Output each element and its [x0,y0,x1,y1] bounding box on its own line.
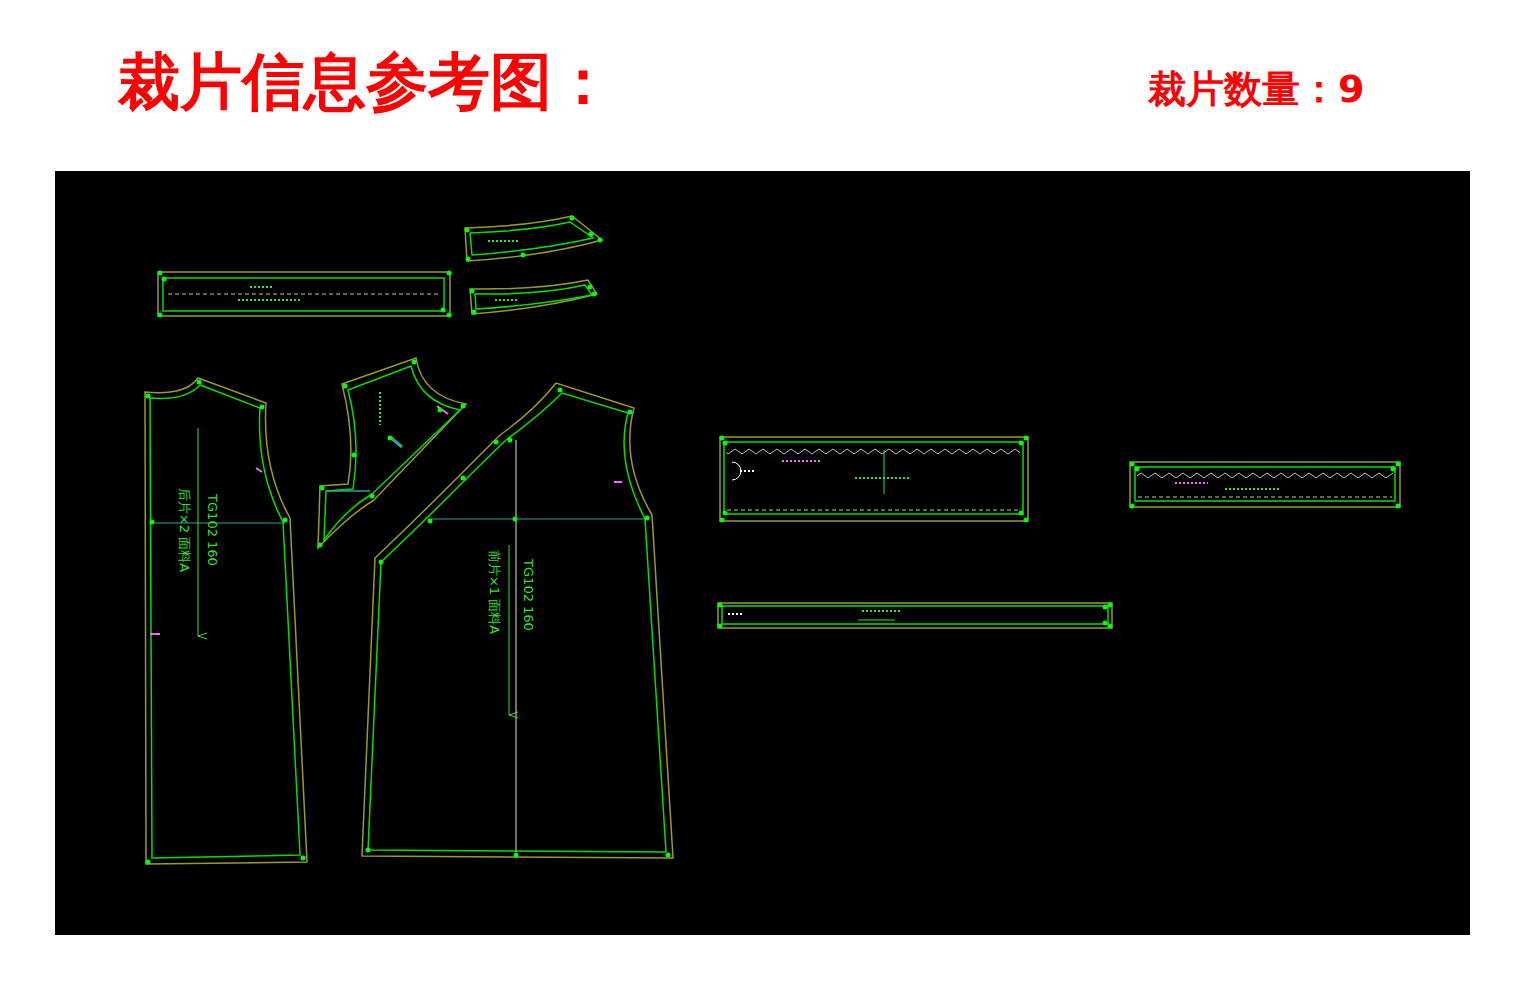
sheet-title: 裁片信息参考图： [118,40,614,124]
pattern-piece: TG102 160 前片×1 面料A [355,378,677,864]
binding-strip [718,603,1113,629]
waist-band [720,436,1029,523]
piece-outline [140,372,312,870]
piece-label: 前片×1 面料A [488,550,501,634]
piece-label: 后片×2 面料A [178,488,191,572]
collar-band [158,271,452,318]
curved-strip [465,216,603,315]
piece-count: 裁片数量：9 [1148,64,1364,115]
cad-background [55,171,1470,935]
piece-label: TG102 160 [522,559,535,631]
cuff-band [1130,462,1401,509]
piece-outline [355,378,677,864]
pattern-piece: TG102 160 后片×2 面料A [140,372,312,870]
piece-label: TG102 160 [206,494,219,566]
